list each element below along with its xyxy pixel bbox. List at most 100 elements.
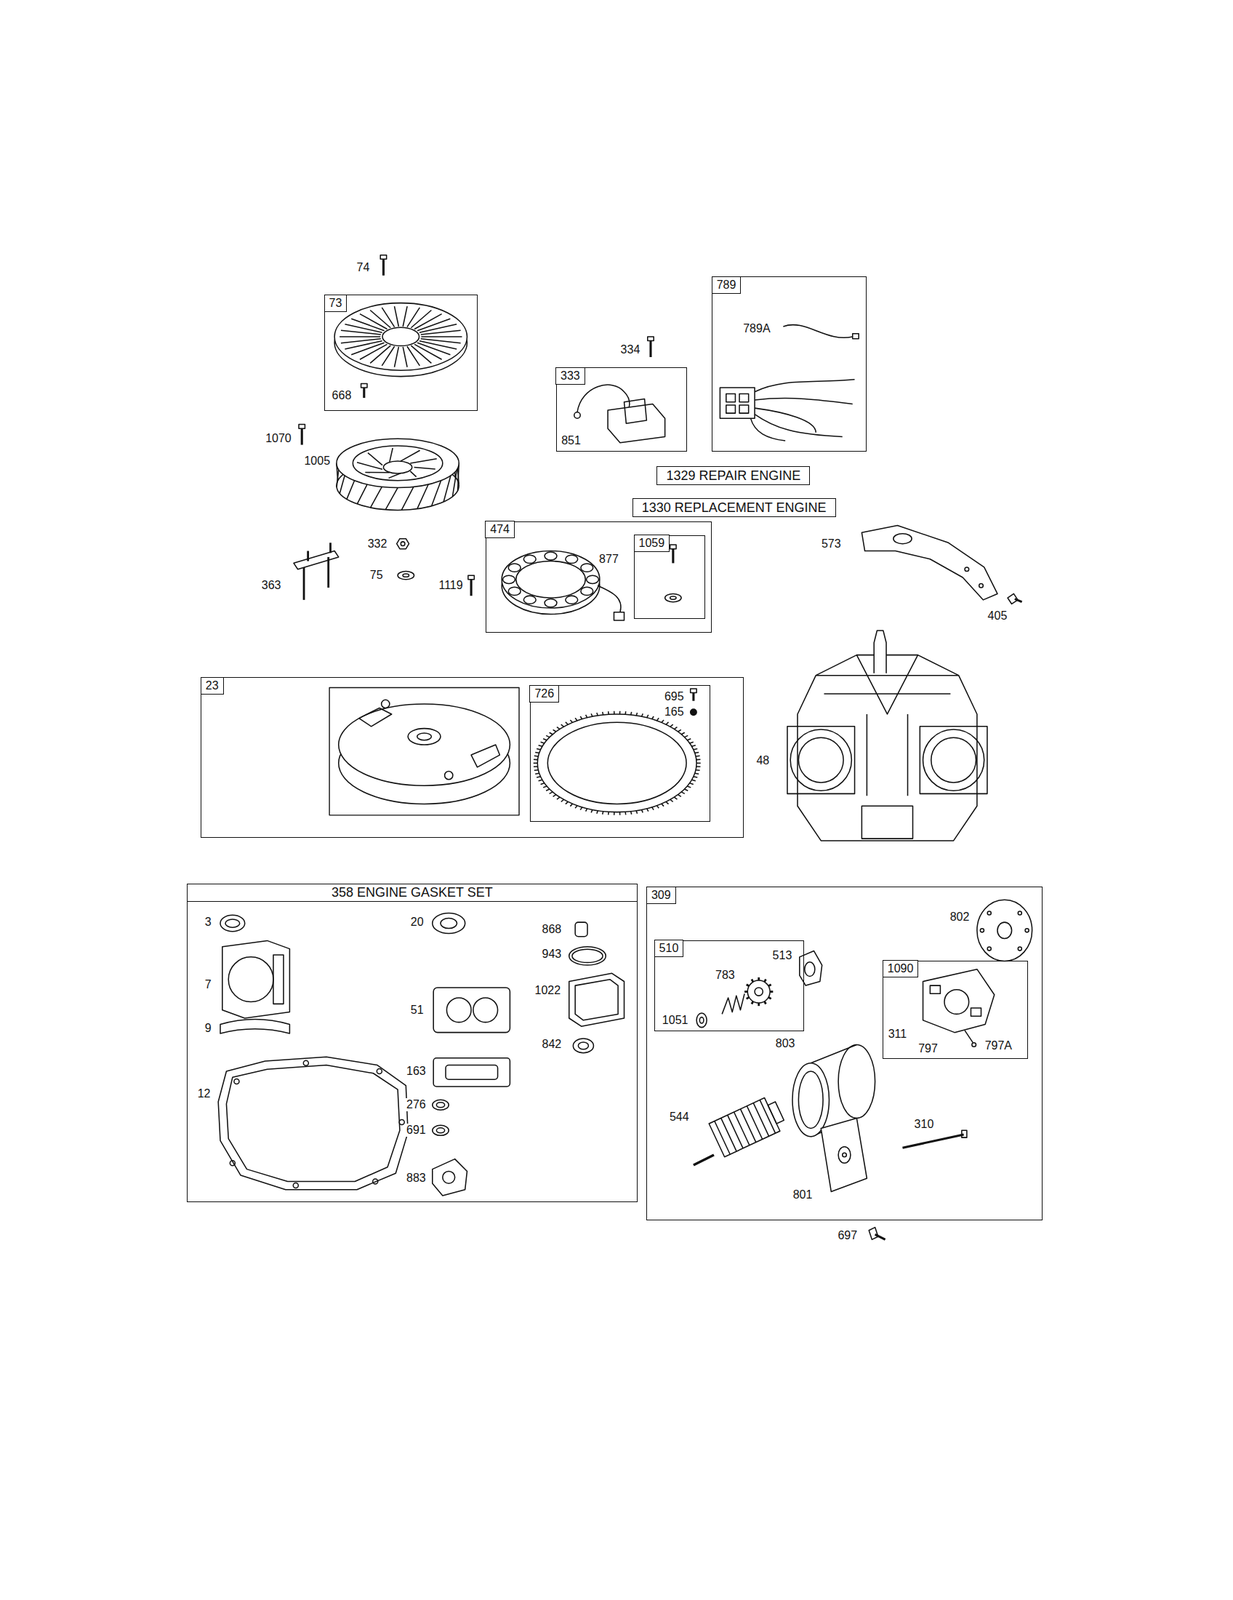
armature-body-shape (767, 1101, 784, 1124)
callout-number: 3 (203, 915, 214, 929)
ring-gear-shape (601, 711, 605, 715)
callout-number: 1119 (436, 578, 464, 592)
washer-shape (402, 573, 409, 577)
wire-harness-shape (719, 387, 755, 419)
armature-body-shape (740, 1108, 756, 1143)
engine-block-shape (866, 713, 908, 796)
callout-number: 51 (409, 1003, 426, 1017)
ring-gear-shape (692, 779, 696, 781)
box-title: 358 ENGINE GASKET SET (187, 884, 637, 902)
seal (220, 914, 246, 931)
flywheel-shape (417, 732, 432, 741)
callout-number: 697 (836, 1228, 859, 1242)
cooling-fan (336, 438, 459, 510)
cooling-fan-shape (356, 462, 383, 470)
ring-gear-shape (665, 721, 669, 725)
ring-gear-shape (545, 735, 550, 737)
bolt (380, 255, 387, 276)
brush-holder-shape (964, 1030, 973, 1043)
ring-gear-shape (681, 791, 685, 794)
ring-gear-shape (596, 810, 598, 814)
wire-harness (719, 324, 859, 441)
seal-shape (436, 1127, 445, 1133)
callout-number: 842 (540, 1037, 564, 1051)
alternator-stator-shape (523, 554, 536, 563)
cooling-fan-shape (410, 471, 416, 477)
mounting-plate-shape (979, 583, 984, 588)
o-ring-shape (569, 946, 607, 965)
ring-gear-shape (545, 788, 550, 791)
callout-number: 334 (619, 343, 642, 357)
ring-gear-shape (534, 755, 539, 757)
engine-block-shape (787, 726, 855, 794)
pinion-gear-shape (768, 996, 772, 999)
ring-gear-shape (556, 796, 560, 799)
alternator-stator-shape (613, 612, 624, 621)
armature-body-shape (734, 1111, 750, 1146)
alternator-stator-shape (565, 595, 578, 604)
armature-shape (693, 1154, 714, 1165)
end-disc-shape (1017, 910, 1022, 915)
gasket-shape (432, 1158, 468, 1196)
callout-number: 783 (713, 968, 737, 982)
callout-number: 691 (404, 1123, 428, 1137)
callout-number: 332 (366, 537, 389, 551)
ring-gear-shape (613, 711, 616, 714)
callout-number: 695 (663, 689, 686, 704)
wire-harness-shape (754, 414, 843, 437)
pinion-gear-shape (764, 1001, 766, 1004)
callout-number: 1022 (533, 983, 563, 997)
seal-shape (436, 1102, 445, 1108)
ring-gear-shape (585, 714, 588, 718)
engine-block-shape (919, 726, 988, 794)
ring-gear-shape (543, 738, 547, 741)
armature-body-shape (753, 1102, 769, 1137)
wire-harness-shape (754, 398, 853, 405)
bracket-shape (293, 551, 339, 570)
bracket-shape (303, 567, 306, 600)
through-bolt-shape (902, 1134, 964, 1148)
alternator-stator-shape (501, 551, 600, 609)
seal-shape (220, 914, 246, 931)
wire-harness-shape (726, 393, 736, 402)
ring-gear-shape (533, 765, 538, 767)
ring-gear-shape (652, 716, 654, 720)
ring-gear-shape (561, 724, 565, 727)
flywheel-shape (329, 687, 520, 815)
callout-number: 7 (203, 977, 214, 991)
ring-gear-shape (549, 791, 554, 794)
intake-gasket-shape (473, 997, 498, 1023)
seal (432, 913, 466, 934)
pinion-gear-shape (757, 1002, 760, 1006)
crankcase-gasket (218, 1056, 408, 1189)
head-gasket-shape (273, 954, 284, 1004)
armature-body-shape (714, 1120, 730, 1154)
cooling-fan-shape (414, 466, 436, 469)
alternator-stator-shape (580, 586, 594, 595)
callout-number: 73 (324, 294, 348, 312)
ring-gear-shape (575, 805, 578, 809)
cooling-fan-shape (400, 450, 421, 461)
o-ring (569, 946, 607, 965)
brush-holder-shape (929, 985, 941, 994)
end-disc-shape (987, 946, 991, 951)
ignition-coil (574, 384, 666, 443)
cooling-fan-shape (367, 452, 383, 466)
washer-shape (665, 593, 682, 602)
callout-number: 803 (774, 1036, 797, 1050)
note-box: 1330 REPLACEMENT ENGINE (632, 497, 837, 517)
brush-holder-shape (972, 1042, 977, 1047)
ring-gear-shape (684, 735, 688, 737)
cooling-fan-shape (431, 480, 442, 506)
ring-gear-shape (619, 812, 621, 815)
blower-cover (334, 303, 467, 377)
wire-harness-shape (726, 404, 736, 413)
end-plate (820, 1117, 867, 1191)
ring-gear-shape (601, 811, 605, 815)
crankcase-gasket-shape (303, 1059, 309, 1066)
flywheel-shape (444, 771, 453, 780)
armature-body-shape (721, 1117, 737, 1151)
pinion-gear-shape (764, 979, 766, 983)
